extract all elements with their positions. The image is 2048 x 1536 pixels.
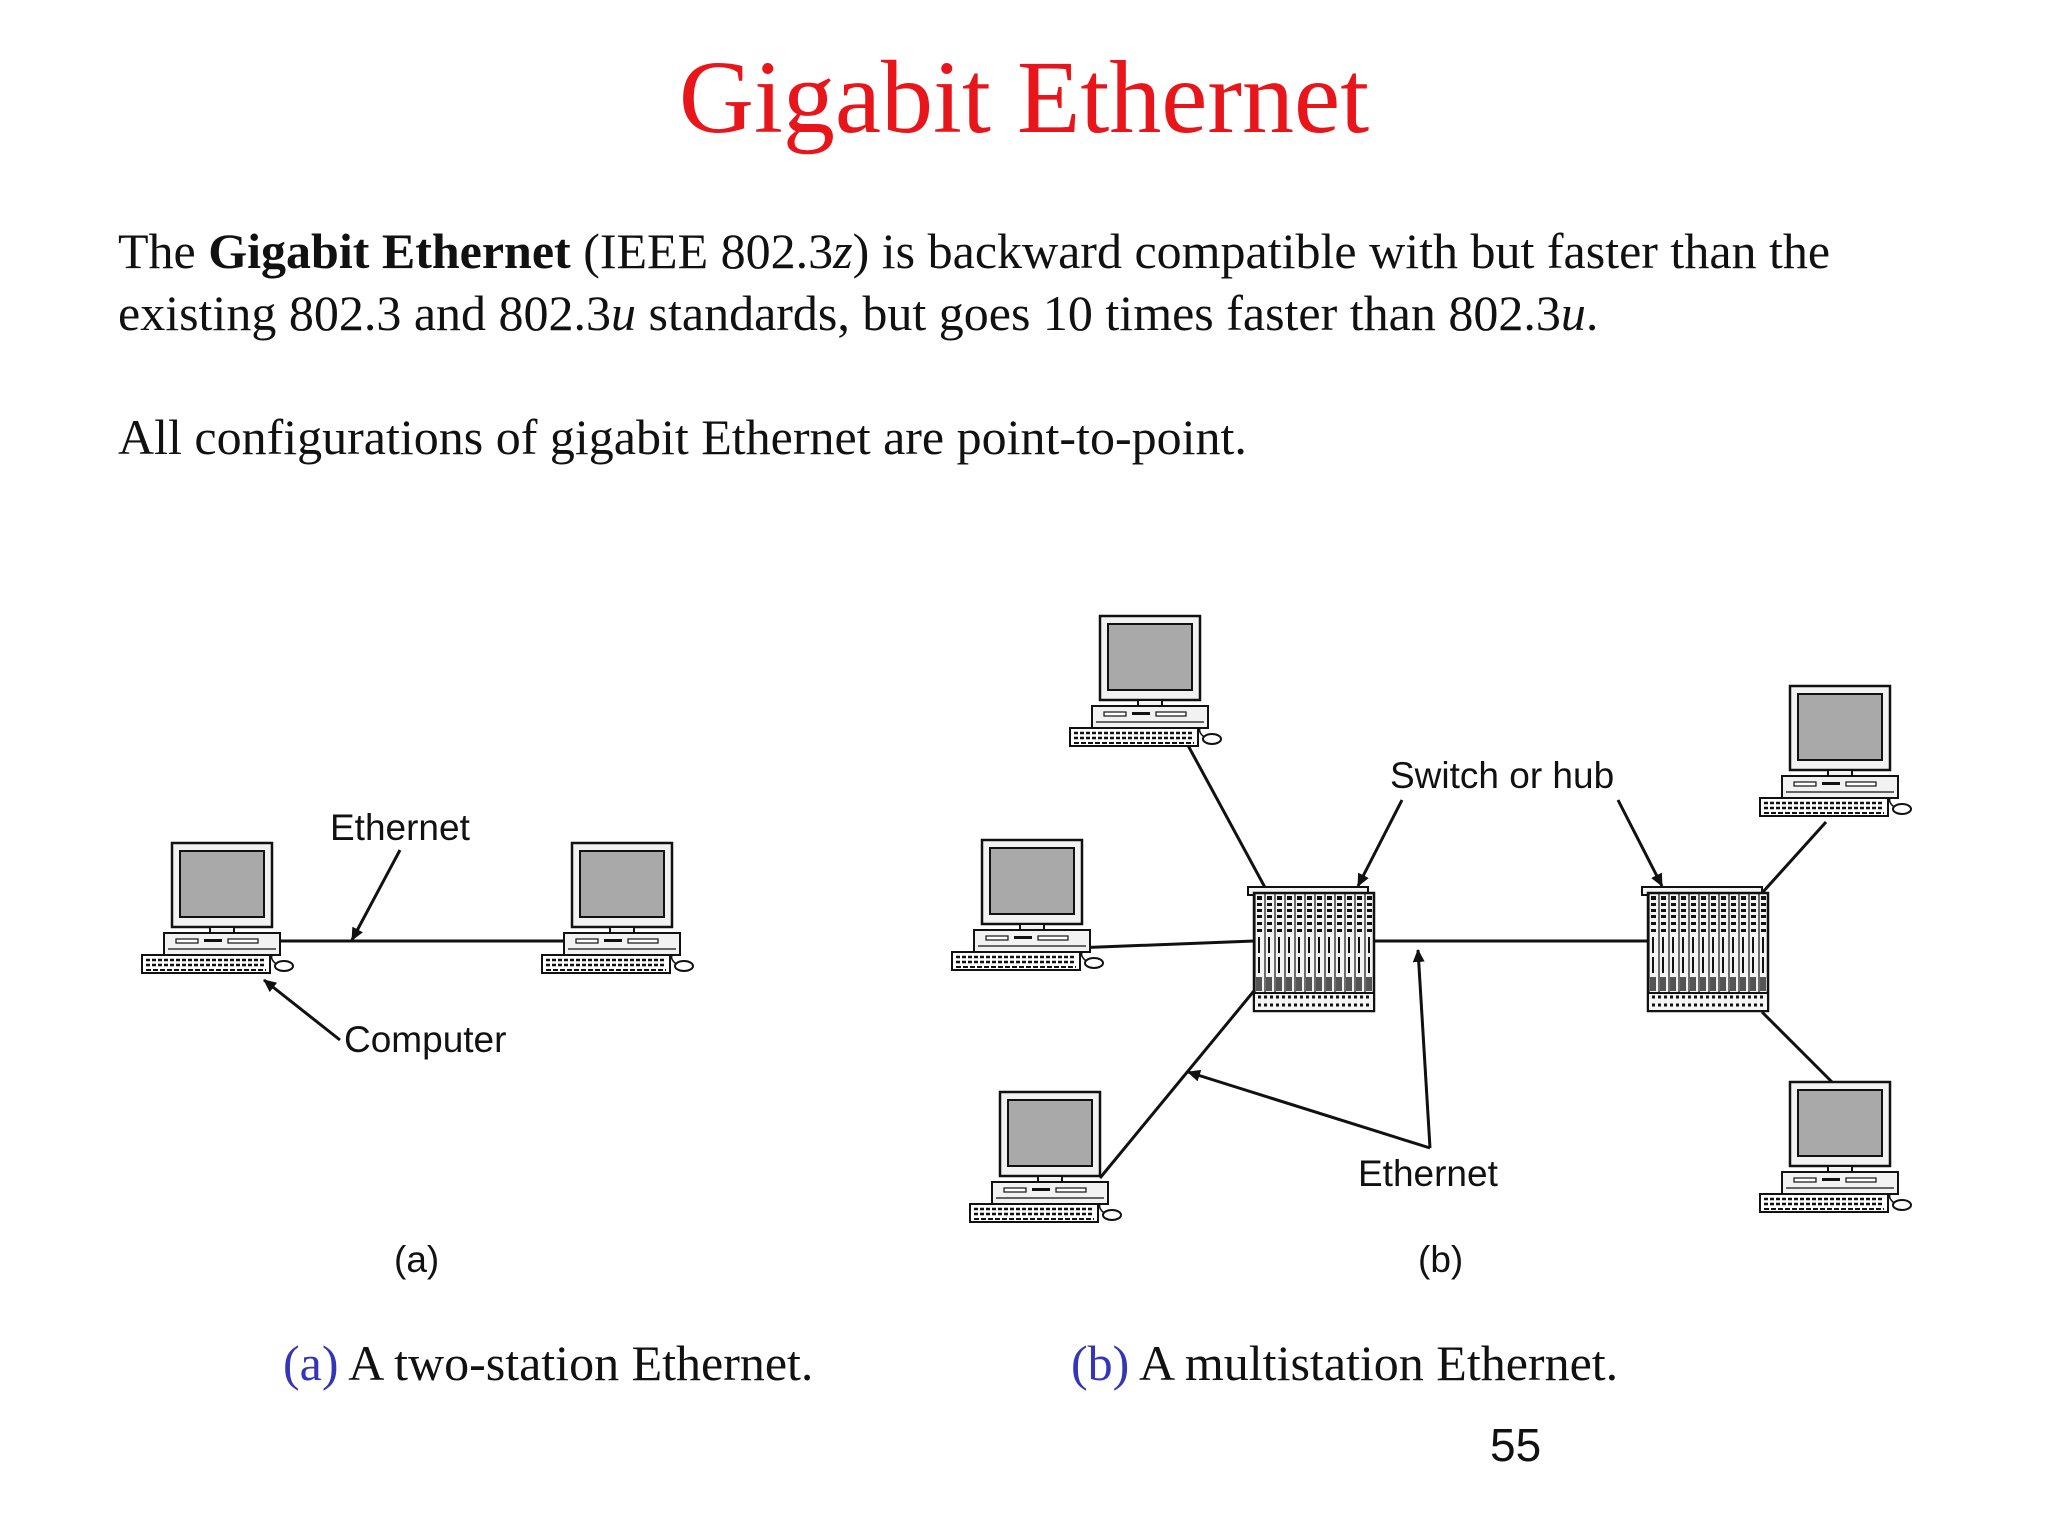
caption-a: (a) A two-station Ethernet.	[283, 1334, 813, 1392]
caption-letter: (b)	[1071, 1335, 1130, 1391]
ethernet-cable	[1098, 985, 1260, 1179]
computer-icon	[950, 838, 1105, 972]
ethernet-label: Ethernet	[1358, 1153, 1499, 1194]
caption-b: (b) A multistation Ethernet.	[1071, 1334, 1618, 1392]
para-italic: z	[833, 223, 853, 279]
ethernet-label: Ethernet	[330, 807, 471, 848]
caption-text: A two-station Ethernet.	[338, 1335, 814, 1391]
para-text: standards, but goes 10 times faster than…	[636, 285, 1561, 341]
caption-letter: (a)	[283, 1335, 339, 1391]
ethernet-cable	[1760, 820, 1828, 895]
panel-label-b: (b)	[1418, 1239, 1463, 1280]
diagram-b: Switch or hub Ethernet (b)	[950, 614, 1913, 1280]
ethernet-pointer-arrow	[1187, 1069, 1431, 1150]
para-bold-term: Gigabit Ethernet	[208, 223, 571, 279]
config-paragraph: All configurations of gigabit Ethernet a…	[118, 409, 1247, 465]
para-italic: u	[611, 285, 637, 341]
panel-label-a: (a)	[394, 1239, 439, 1280]
para-text: .	[1585, 285, 1599, 341]
para-text: ) is backward compatible with but faster…	[118, 223, 1831, 341]
ethernet-cable	[1182, 737, 1270, 894]
switch-pointer-arrow	[1356, 799, 1404, 887]
switch-pointer-arrow	[1616, 799, 1664, 887]
computer-icon	[1758, 684, 1913, 818]
computer-pointer-arrow	[263, 978, 341, 1042]
page-number: 55	[1490, 1419, 1542, 1471]
ethernet-pointer-arrow	[350, 849, 402, 941]
computer-icon	[540, 841, 695, 975]
para-text: The	[118, 223, 209, 279]
switch-icon	[1640, 885, 1770, 1013]
slide-title: Gigabit Ethernet	[678, 40, 1370, 155]
ethernet-cable	[1760, 1010, 1834, 1084]
intro-paragraph: The Gigabit Ethernet (IEEE 802.3z) is ba…	[118, 220, 1958, 344]
switch-label: Switch or hub	[1390, 755, 1614, 796]
para-text: (IEEE 802.3	[570, 223, 834, 279]
ethernet-pointer-arrow	[1412, 949, 1432, 1149]
computer-icon	[1068, 614, 1223, 748]
para-italic: u	[1560, 285, 1586, 341]
computer-icon	[140, 841, 295, 975]
computer-label: Computer	[344, 1019, 506, 1060]
switch-icon	[1246, 885, 1376, 1013]
computer-icon	[1758, 1080, 1913, 1214]
ethernet-cable	[1073, 939, 1255, 950]
diagram-a: Ethernet Computer (a)	[140, 807, 695, 1280]
computer-icon	[968, 1090, 1123, 1224]
caption-text: A multistation Ethernet.	[1129, 1335, 1619, 1391]
